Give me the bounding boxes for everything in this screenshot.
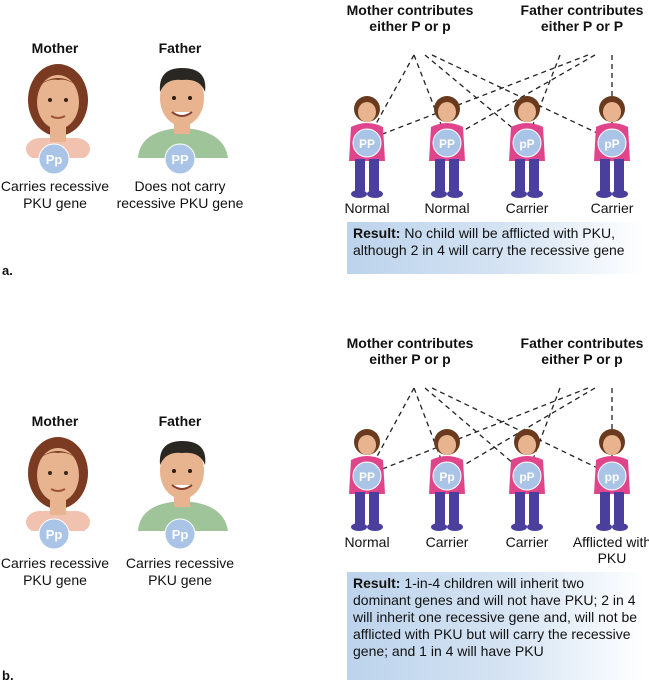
child-gene-text: Pp — [439, 470, 454, 484]
child-illustration: pP — [509, 96, 545, 198]
father-title: Father — [158, 40, 202, 56]
child-figure: PP — [337, 95, 397, 200]
child-figure: PP — [417, 95, 477, 200]
mother-portrait — [26, 437, 90, 531]
child-label: Carrier — [505, 534, 549, 550]
result-heading: Result: — [353, 575, 401, 591]
inheritance-lines — [366, 387, 613, 476]
panel-a: Mother Pp Carries recessive PKU gene Fat… — [0, 0, 649, 300]
father-portrait — [138, 68, 228, 158]
result-text: No child will be afflicted with PKU, alt… — [353, 225, 625, 258]
father-gene-text: PP — [171, 152, 189, 167]
child-figure: Pp — [417, 428, 477, 533]
child-illustration: PP — [349, 96, 385, 198]
father-gene-circle: PP — [164, 143, 196, 175]
mother-portrait — [26, 64, 90, 158]
child-gene-text: pP — [519, 137, 534, 151]
child-label: Carrier — [505, 200, 549, 216]
mother-contributes-label: Mother contributes either P or p — [346, 335, 474, 367]
child-gene-text: PP — [359, 470, 375, 484]
child-figure: pp — [582, 428, 642, 533]
father-caption: Does not carry recessive PKU gene — [116, 178, 244, 211]
mother-gene-circle: Pp — [38, 518, 70, 550]
child-gene-text: pp — [605, 470, 620, 484]
result-box: Result: No child will be afflicted with … — [347, 222, 645, 274]
child-label: Normal — [424, 200, 470, 216]
mother-gene-text: Pp — [46, 527, 63, 542]
child-gene-text: PP — [359, 137, 375, 151]
result-box: Result: 1-in-4 children will inherit two… — [347, 572, 645, 680]
father-portrait — [138, 441, 228, 531]
child-label: Carrier — [590, 200, 634, 216]
inheritance-lines — [366, 54, 613, 141]
father-caption: Carries recessive PKU gene — [125, 555, 235, 588]
child-figure: PP — [337, 428, 397, 533]
mother-caption: Carries recessive PKU gene — [0, 178, 110, 211]
result-text: 1-in-4 children will inherit two dominan… — [353, 575, 638, 659]
child-illustration: Pp — [429, 429, 465, 531]
child-illustration: pP — [594, 96, 630, 198]
father-contributes-label: Father contributes either P or P — [520, 2, 644, 34]
child-label: Normal — [344, 534, 390, 550]
mother-gene-text: Pp — [46, 152, 63, 167]
child-gene-text: pP — [604, 137, 619, 151]
child-gene-text: PP — [439, 137, 455, 151]
child-label: Afflicted with PKU — [572, 534, 649, 566]
mother-title: Mother — [31, 40, 79, 56]
child-gene-text: pP — [519, 470, 534, 484]
mother-caption: Carries recessive PKU gene — [0, 555, 110, 588]
child-label: Carrier — [425, 534, 469, 550]
panel-label: b. — [2, 668, 14, 683]
mother-contributes-label: Mother contributes either P or p — [346, 2, 474, 34]
child-label: Normal — [344, 200, 390, 216]
panel-label: a. — [2, 263, 13, 278]
mother-gene-circle: Pp — [38, 143, 70, 175]
father-contributes-label: Father contributes either P or p — [520, 335, 644, 367]
father-gene-circle: Pp — [164, 518, 196, 550]
child-figure: pP — [497, 95, 557, 200]
child-illustration: PP — [349, 429, 385, 531]
child-figure: pP — [497, 428, 557, 533]
child-illustration: pP — [509, 429, 545, 531]
child-illustration: PP — [429, 96, 465, 198]
panel-b: Mother Pp Carries recessive PKU gene Fat… — [0, 335, 649, 685]
father-gene-text: Pp — [172, 527, 189, 542]
child-illustration: pp — [594, 429, 630, 531]
result-heading: Result: — [353, 225, 401, 241]
child-figure: pP — [582, 95, 642, 200]
mother-title: Mother — [31, 413, 79, 429]
father-title: Father — [158, 413, 202, 429]
